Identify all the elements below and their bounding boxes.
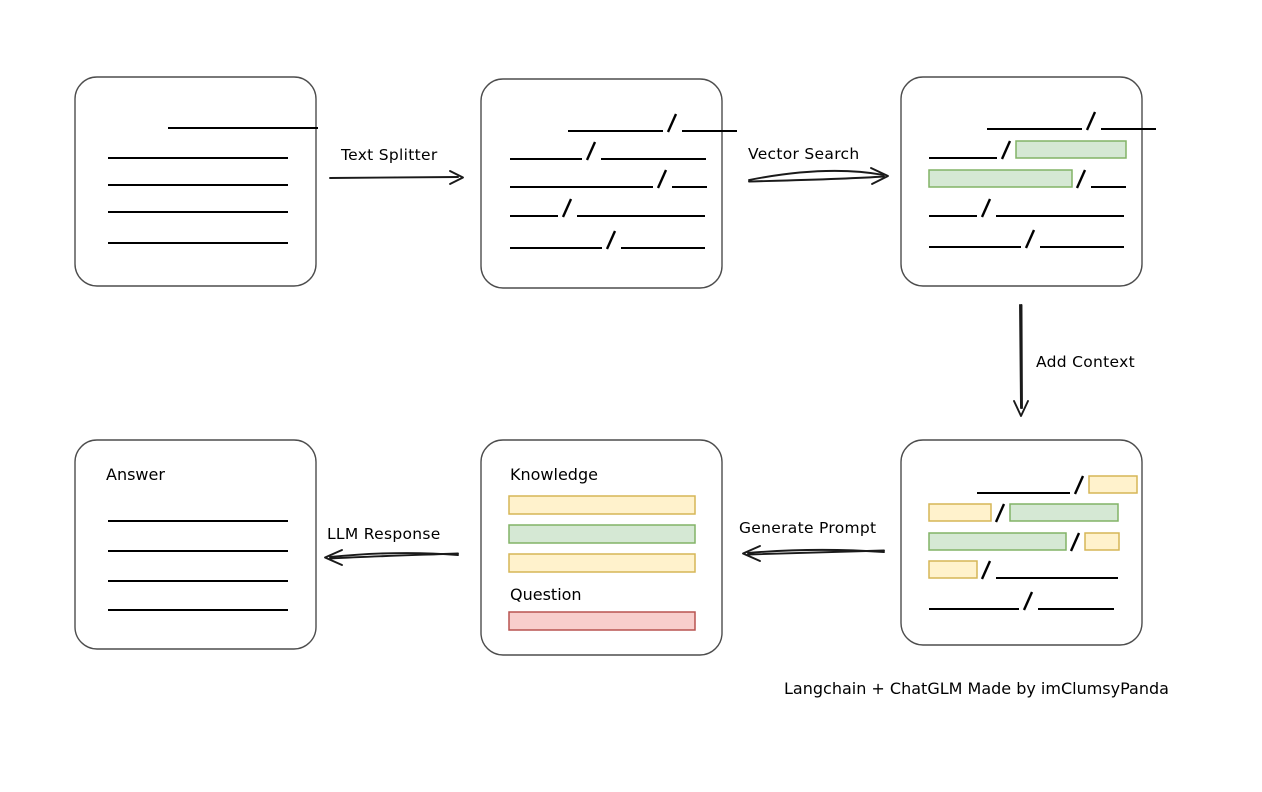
prompt-knowledge-label: Knowledge <box>510 465 598 484</box>
source-document-lines <box>108 127 318 244</box>
split-chunks-lines <box>510 113 737 250</box>
matched-chunks-line1-seg2-slash <box>1085 111 1097 131</box>
prompt-knowledge-bar-1-yellow <box>508 495 696 515</box>
answer-lines <box>108 520 288 611</box>
context-chunks-lines <box>928 475 1138 611</box>
prompt-knowledge-bar-2-green <box>508 524 696 544</box>
context-chunks-line3-seg3-highlight-yellow <box>1084 532 1120 551</box>
edge-label-add-context: Add Context <box>1036 353 1135 371</box>
matched-chunks-line5-seg2-slash <box>1024 229 1036 249</box>
prompt-question-label: Question <box>510 585 582 604</box>
prompt-question-bar-1-red <box>508 611 696 631</box>
context-chunks-line1-seg3-highlight-yellow <box>1088 475 1138 494</box>
diagram-caption: Langchain + ChatGLM Made by imClumsyPand… <box>784 679 1169 698</box>
edge-generate-prompt[interactable] <box>742 545 885 562</box>
context-chunks-line3-seg1-highlight-green <box>928 532 1067 551</box>
context-chunks-line1-seg2-slash <box>1073 475 1085 495</box>
split-chunks-line1-seg2-slash <box>666 113 678 133</box>
edge-text-splitter[interactable] <box>329 170 464 185</box>
answer-box-title: Answer <box>106 465 165 484</box>
edge-label-generate-prompt: Generate Prompt <box>739 519 877 537</box>
context-chunks-line2-seg1-highlight-yellow <box>928 503 992 522</box>
matched-chunks-line4-seg2-slash <box>980 198 992 218</box>
edge-vector-search[interactable] <box>748 167 889 185</box>
prompt-bars <box>508 495 696 631</box>
split-chunks-line4-seg2-slash <box>561 198 573 218</box>
context-chunks-line2-seg2-slash <box>994 503 1006 523</box>
split-chunks-line3-seg2-slash <box>656 169 668 189</box>
edge-llm-response[interactable] <box>324 549 459 566</box>
node-answer-box[interactable] <box>74 439 317 650</box>
context-chunks-line5-seg2-slash <box>1022 591 1034 611</box>
split-chunks-line5-seg2-slash <box>605 230 617 250</box>
matched-chunks-line3-seg1-highlight-green <box>928 169 1073 188</box>
node-split-chunks[interactable] <box>480 78 723 289</box>
matched-chunks-line3-seg2-slash <box>1075 169 1087 189</box>
matched-chunks-lines <box>928 111 1156 249</box>
context-chunks-line4-seg2-slash <box>980 560 992 580</box>
edge-add-context[interactable] <box>1013 304 1029 417</box>
context-chunks-line2-seg3-highlight-green <box>1009 503 1119 522</box>
split-chunks-line2-seg2-slash <box>585 141 597 161</box>
node-prompt-box[interactable] <box>480 439 723 656</box>
edge-label-llm-response: LLM Response <box>327 525 441 543</box>
prompt-knowledge-bar-3-yellow <box>508 553 696 573</box>
edge-label-text-splitter: Text Splitter <box>341 146 438 164</box>
context-chunks-line3-seg2-slash <box>1069 532 1081 552</box>
matched-chunks-line2-seg2-slash <box>1000 140 1012 160</box>
node-source-document[interactable] <box>74 76 317 287</box>
edge-label-vector-search: Vector Search <box>748 145 860 163</box>
context-chunks-line4-seg1-highlight-yellow <box>928 560 978 579</box>
matched-chunks-line2-seg3-highlight-green <box>1015 140 1127 159</box>
